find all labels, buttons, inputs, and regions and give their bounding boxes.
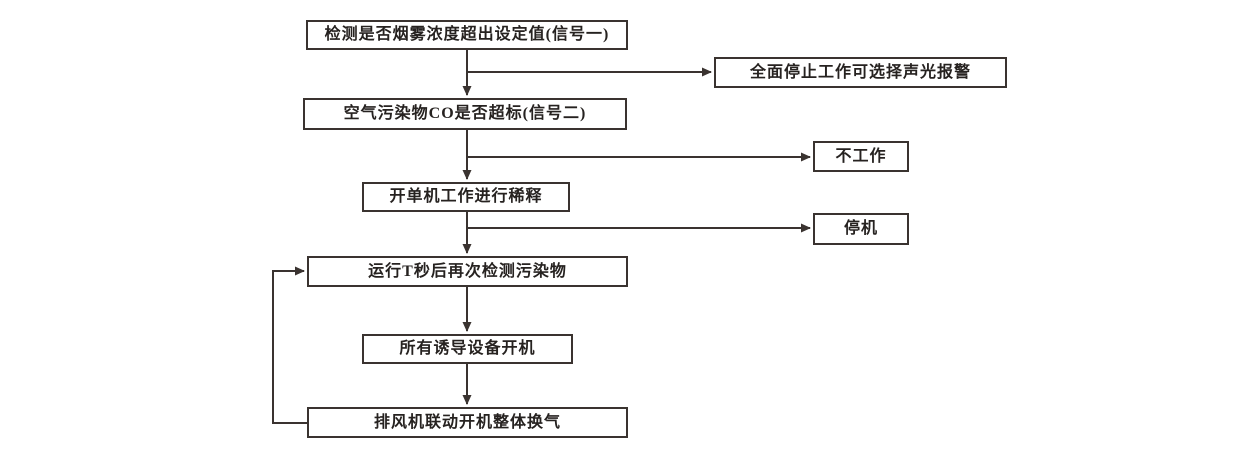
flow-node-label: 开单机工作进行稀释 bbox=[389, 188, 543, 205]
flow-node-smoke-detect: 检测是否烟雾浓度超出设定值(信号一) bbox=[306, 20, 628, 50]
flow-node-label: 不工作 bbox=[835, 147, 887, 165]
flow-node-dilute: 开单机工作进行稀释 bbox=[362, 182, 570, 212]
flow-node-label: 运行T秒后再次检测污染物 bbox=[368, 262, 567, 280]
flow-node-label: 检测是否烟雾浓度超出设定值(信号一) bbox=[324, 26, 610, 43]
edge-exhaust-to-recheck-loop bbox=[272, 266, 307, 424]
flow-node-no-work: 不工作 bbox=[813, 141, 909, 172]
flow-node-label: 排风机联动开机整体换气 bbox=[373, 413, 561, 431]
flow-node-label: 停机 bbox=[843, 220, 878, 237]
flow-node-label: 所有诱导设备开机 bbox=[399, 340, 536, 357]
flow-node-label: 全面停止工作可选择声光报警 bbox=[749, 63, 971, 81]
flow-node-label: 空气污染物CO是否超标(信号二) bbox=[343, 105, 587, 122]
flow-node-stop-machine: 停机 bbox=[813, 213, 909, 245]
flow-node-recheck: 运行T秒后再次检测污染物 bbox=[307, 256, 628, 287]
flow-node-induction-on: 所有诱导设备开机 bbox=[362, 334, 573, 364]
flow-node-exhaust-fan: 排风机联动开机整体换气 bbox=[307, 407, 628, 438]
flow-node-stop-alarm: 全面停止工作可选择声光报警 bbox=[714, 57, 1007, 88]
flow-node-co-check: 空气污染物CO是否超标(信号二) bbox=[303, 98, 627, 130]
